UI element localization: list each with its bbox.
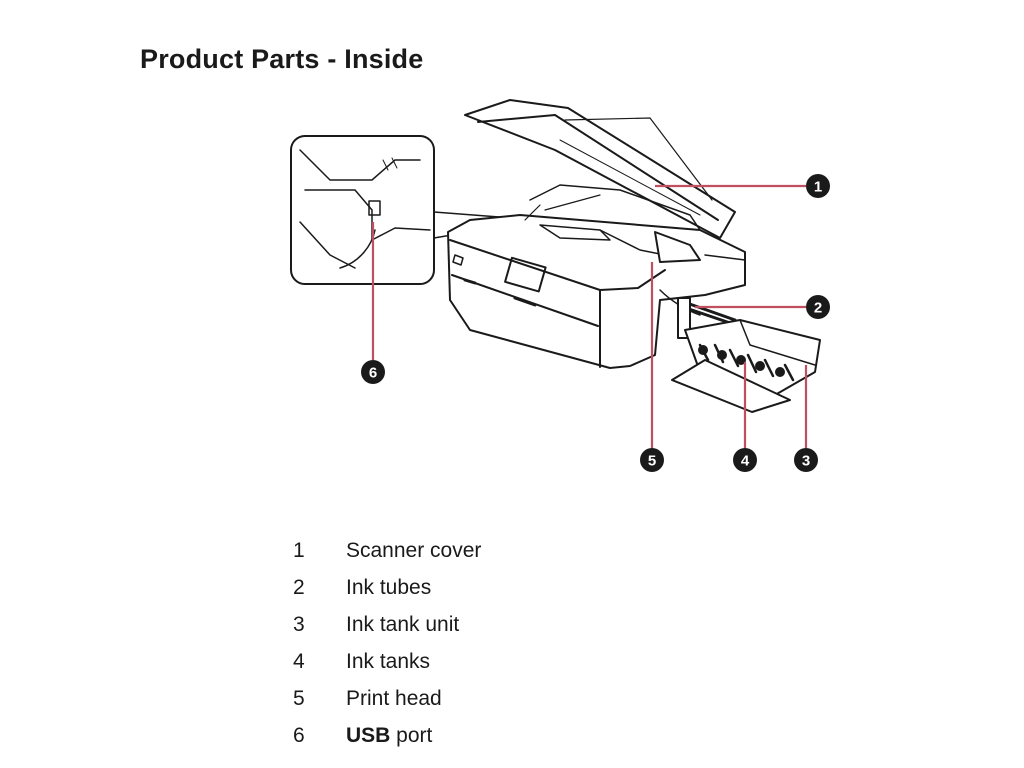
- printer-body: [447, 184, 746, 369]
- legend-label: Ink tank unit: [346, 612, 460, 636]
- ink-tank-unit: [671, 319, 821, 413]
- legend-number: 1: [293, 538, 305, 562]
- svg-text:2: 2: [814, 300, 822, 317]
- svg-text:1: 1: [814, 179, 822, 196]
- legend-label-bold: USB: [346, 723, 391, 747]
- svg-text:6: 6: [369, 365, 377, 382]
- legend-label-rest: port: [390, 723, 433, 747]
- callout-1: 1: [806, 174, 830, 198]
- callout-5: 5: [640, 448, 664, 472]
- callout-3: 3: [794, 448, 818, 472]
- legend-label: Print head: [346, 686, 442, 710]
- ink-tubes: [659, 289, 738, 339]
- svg-text:3: 3: [802, 453, 810, 470]
- legend-label: Scanner cover: [346, 538, 482, 562]
- printer-diagram: 1 2 3 4 5 6: [290, 99, 830, 472]
- svg-text:5: 5: [648, 453, 656, 470]
- legend-item: 5 Print head: [293, 680, 481, 717]
- page-title: Product Parts - Inside: [140, 44, 424, 74]
- legend-item: 2 Ink tubes: [293, 569, 481, 606]
- legend-number: 2: [293, 575, 305, 599]
- svg-text:4: 4: [741, 453, 750, 470]
- callout-2: 2: [806, 295, 830, 319]
- legend-item: 4 Ink tanks: [293, 643, 481, 680]
- legend-number: 4: [293, 649, 305, 673]
- legend-item: 6 USB port: [293, 717, 481, 754]
- legend-label: Ink tubes: [346, 575, 432, 599]
- callout-4: 4: [733, 448, 757, 472]
- legend-label: USB port: [346, 724, 432, 748]
- legend-number: 5: [293, 686, 305, 710]
- parts-legend: 1 Scanner cover 2 Ink tubes 3 Ink tank unit…: [293, 532, 481, 754]
- leader-lines: [371, 184, 808, 448]
- legend-item: 3 Ink tank unit: [293, 606, 481, 643]
- legend-item: 1 Scanner cover: [293, 532, 481, 569]
- callout-6: 6: [361, 360, 385, 384]
- usb-port-inset: [290, 135, 435, 285]
- legend-number: 3: [293, 612, 305, 636]
- legend-label: Ink tanks: [346, 649, 431, 673]
- legend-number: 6: [293, 723, 305, 747]
